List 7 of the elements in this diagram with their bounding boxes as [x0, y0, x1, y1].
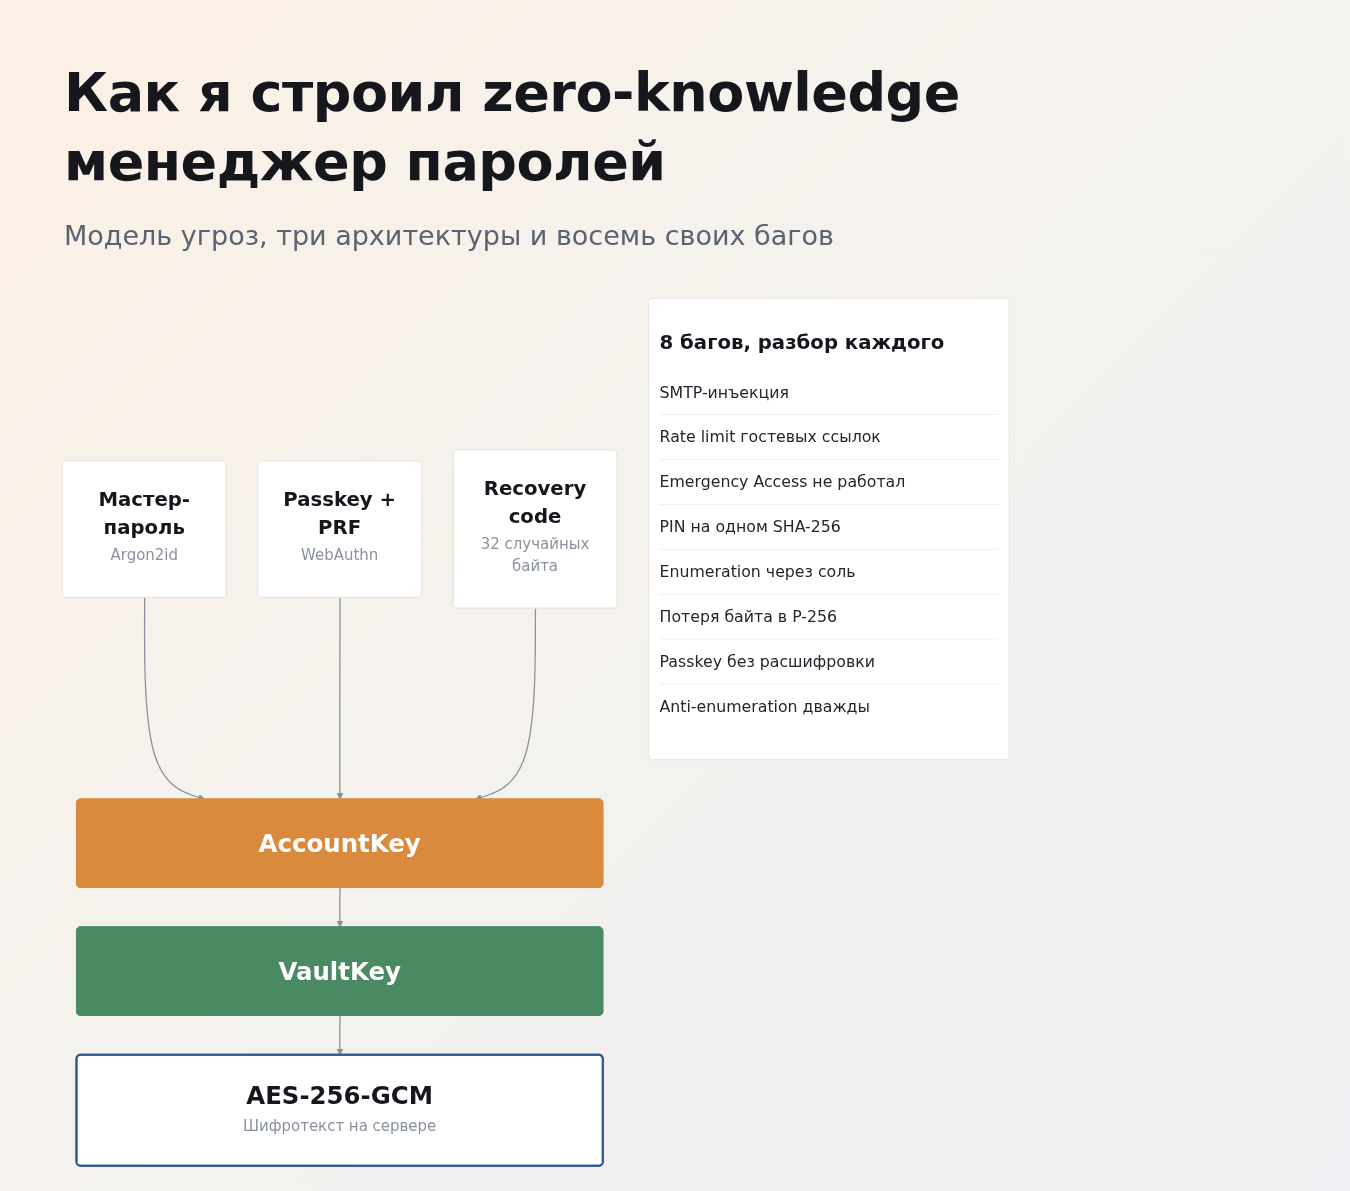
arrow: [336, 1015, 344, 1056]
arrow: [336, 887, 344, 928]
arrow: [474, 607, 537, 801]
title-heading: Как я строил zero-knowledge менеджер паролей: [64, 60, 961, 196]
flowchart: Мастер-пароль Argon2id Passkey + PRF WebAuthn Recovery code 32 случайных байта AccountKey VaultKey AES-256-GCM Шифротекст на сервере 8 багов, разбор каждого SMTP-инъекция Rate limit гостевых ссылок Emergency Access не работал PIN на одном SHA-256 Enumeration через соль Потеря байта в P-256 Passkey без расшифровки Anti-enumeration дважды: [56, 292, 1016, 1172]
arrow: [336, 597, 344, 800]
subtitle-text: Модель угроз, три архитектуры и восемь своих багов: [64, 219, 834, 253]
